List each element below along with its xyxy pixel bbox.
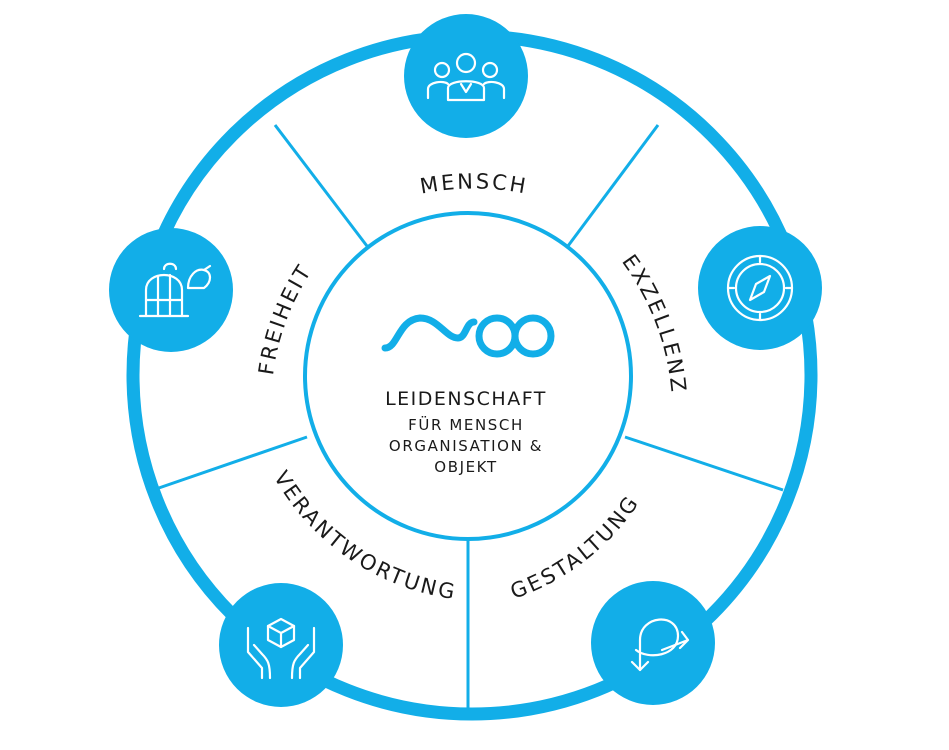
- logo-ring: [511, 314, 555, 358]
- divider-line: [563, 124, 660, 251]
- hands-box-icon: [219, 583, 343, 707]
- birdcage-icon: [109, 228, 233, 352]
- wave-logo: [381, 314, 478, 352]
- center-line: FÜR MENSCH: [408, 415, 524, 434]
- center-line: ORGANISATION &: [389, 437, 543, 455]
- loop-arrow-icon: [591, 581, 715, 705]
- inner-circle: [303, 211, 633, 541]
- divider-line: [273, 124, 372, 251]
- segment-label-mensch: MENSCH: [418, 169, 530, 198]
- people-group-icon: [404, 14, 528, 138]
- center-title: LEIDENSCHAFT: [385, 388, 547, 410]
- divider-line: [624, 435, 784, 492]
- center-line: OBJEKT: [434, 458, 497, 476]
- divider-line: [152, 435, 308, 492]
- compass-icon: [698, 226, 822, 350]
